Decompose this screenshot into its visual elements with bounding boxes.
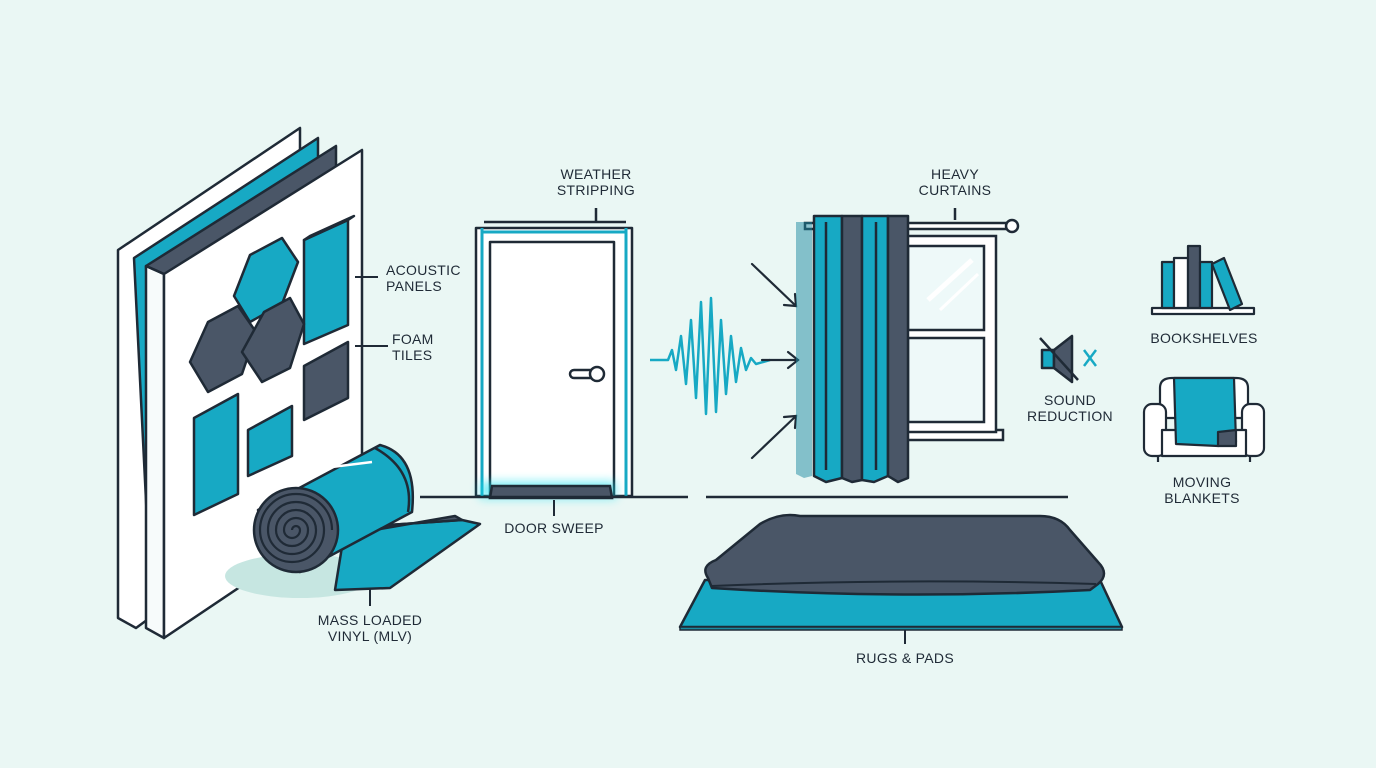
door <box>474 208 634 498</box>
heavy-curtains <box>796 214 910 484</box>
label-heavy-curtains: HEAVY CURTAINS <box>885 166 1025 198</box>
speaker-muted-icon <box>1039 334 1097 384</box>
wall-leaders <box>355 276 388 606</box>
incoming-sound-arrows <box>750 262 800 460</box>
window <box>893 234 1005 442</box>
foam-tiles <box>188 296 350 422</box>
label-weather-stripping-line2: STRIPPING <box>556 182 636 198</box>
label-foam-tiles: FOAM TILES <box>392 331 434 363</box>
label-mlv-line2: VINYL (MLV) <box>327 628 413 644</box>
label-door-sweep-text: DOOR SWEEP <box>504 520 604 536</box>
acoustic-panels <box>192 214 356 517</box>
label-mlv-line1: MASS LOADED <box>317 612 423 628</box>
label-door-sweep: DOOR SWEEP <box>484 520 624 536</box>
label-acoustic-panels-line2: PANELS <box>386 278 443 294</box>
label-acoustic-panels-line1: ACOUSTIC <box>386 262 461 278</box>
label-weather-stripping: WEATHER STRIPPING <box>526 166 666 198</box>
armchair-blanket-icon <box>1142 376 1266 462</box>
label-sound-reduction-line1: SOUND <box>1043 392 1097 408</box>
label-weather-stripping-line1: WEATHER <box>560 166 632 182</box>
label-foam-tiles-line2: TILES <box>392 347 433 363</box>
label-sound-reduction-line2: REDUCTION <box>1027 408 1113 424</box>
mlv-roll <box>252 443 482 592</box>
bookshelf-icon <box>1150 244 1256 316</box>
label-moving-blankets: MOVING BLANKETS <box>1140 474 1264 506</box>
label-foam-tiles-line1: FOAM <box>392 331 434 347</box>
door-sweep <box>480 482 616 516</box>
label-heavy-curtains-line2: CURTAINS <box>918 182 992 198</box>
label-moving-blankets-line1: MOVING <box>1172 474 1232 490</box>
label-rugs-pads: RUGS & PADS <box>835 650 975 666</box>
label-mlv: MASS LOADED VINYL (MLV) <box>300 612 440 644</box>
label-sound-reduction: SOUND REDUCTION <box>1010 392 1130 424</box>
label-acoustic-panels: ACOUSTIC PANELS <box>386 262 461 294</box>
label-rugs-pads-text: RUGS & PADS <box>856 650 954 666</box>
label-heavy-curtains-line1: HEAVY <box>931 166 979 182</box>
label-bookshelves: BOOKSHELVES <box>1140 330 1268 346</box>
rugs-and-pads <box>678 513 1124 644</box>
label-moving-blankets-line2: BLANKETS <box>1164 490 1240 506</box>
sound-wave-icon <box>650 296 771 416</box>
label-bookshelves-text: BOOKSHELVES <box>1150 330 1258 346</box>
